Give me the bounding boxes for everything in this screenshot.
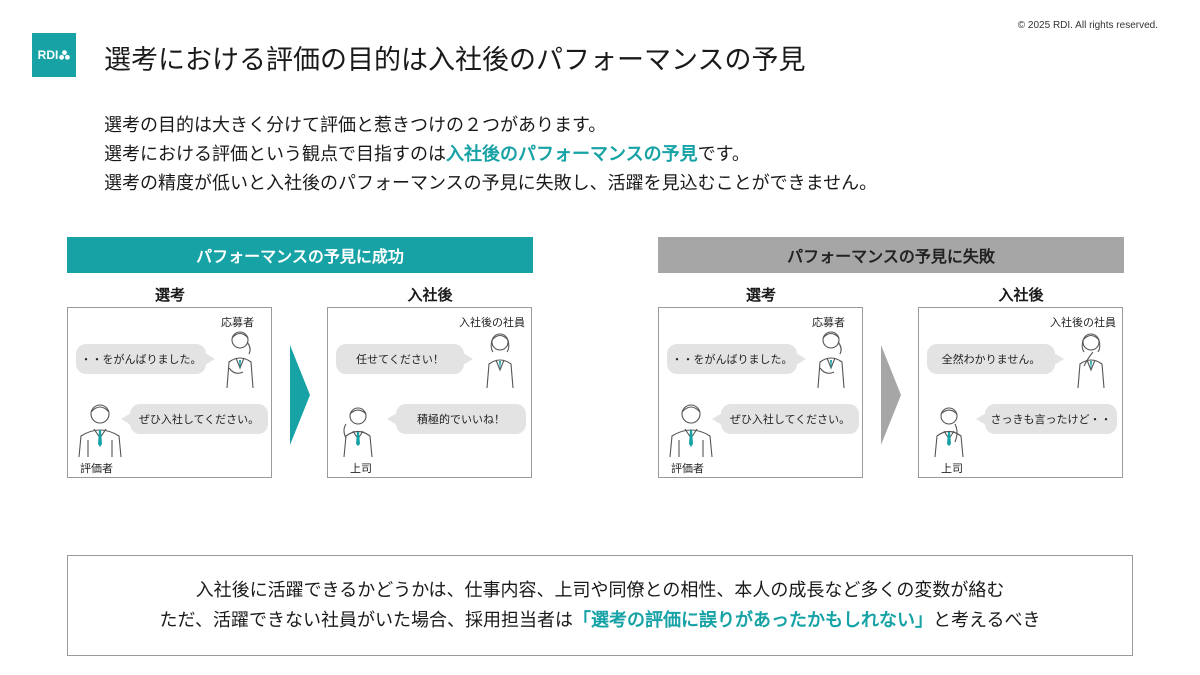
intro-line-2-prefix: 選考における評価という観点で目指すのは — [104, 144, 446, 165]
summary-box: 入社後に活躍できるかどうかは、仕事内容、上司や同僚との相性、本人の成長など多くの… — [67, 555, 1133, 656]
success-banner: パフォーマンスの予見に成功 — [67, 237, 533, 273]
applicant-speech-bubble: ・・をがんばりました。 — [76, 344, 215, 374]
evaluator-speech-text: ぜひ入社してください。 — [138, 413, 260, 426]
intro-line-2: 選考における評価という観点で目指すのは入社後のパフォーマンスの予見です。 — [104, 140, 877, 169]
success-selection-label: 選考 — [154, 286, 185, 304]
employee-speech-text: 全然わかりません。 — [941, 353, 1041, 366]
intro-highlight: 入社後のパフォーマンスの予見 — [446, 144, 698, 165]
failure-arrow-icon — [881, 345, 901, 445]
success-arrow-icon — [290, 345, 310, 445]
summary-line-1: 入社後に活躍できるかどうかは、仕事内容、上司や同僚との相性、本人の成長など多くの… — [195, 579, 1005, 601]
applicant-speech-text: ・・をがんばりました。 — [671, 353, 793, 366]
summary-line-2-suffix: と考えるべき — [933, 609, 1041, 631]
logo-text: RDI — [37, 48, 59, 62]
applicant-role-label: 応募者 — [812, 316, 845, 329]
intro-line-2-suffix: です。 — [697, 144, 750, 165]
employee-speech-bubble: 任せてください！ — [336, 344, 473, 374]
failure-banner: パフォーマンスの予見に失敗 — [658, 237, 1124, 273]
evaluator-man-icon — [78, 404, 122, 458]
intro-line-3: 選考の精度が低いと入社後のパフォーマンスの予見に失敗し、活躍を見込むことができま… — [104, 173, 878, 194]
applicant-woman-icon — [226, 331, 254, 389]
employee-woman-icon — [486, 333, 514, 389]
summary-line-2-prefix: ただ、活躍できない社員がいた場合、採用担当者は — [159, 609, 573, 631]
copyright-notice: © 2025 RDI. All rights reserved. — [1017, 20, 1158, 31]
rdi-logo: RDI — [32, 33, 76, 77]
confused-employee-icon — [1077, 333, 1105, 389]
intro-text: 選考の目的は大きく分けて評価と惹きつけの２つがあります。 選考における評価という… — [104, 111, 877, 198]
success-selection-panel: 応募者 ・・をがんばりました。 評価者 ぜひ入社してください。 — [67, 307, 272, 478]
summary-highlight: 「選考の評価に誤りがあったかもしれない」 — [573, 609, 933, 631]
applicant-speech-text: ・・をがんばりました。 — [80, 353, 202, 366]
boss-role-label: 上司 — [350, 462, 372, 475]
success-after-panel: 入社後の社員 任せてください！ 上司 積極的でいいね！ — [327, 307, 532, 478]
boss-speech-bubble: さっきも言ったけど・・ — [976, 404, 1117, 434]
page-title: 選考における評価の目的は入社後のパフォーマンスの予見 — [104, 45, 806, 76]
applicant-woman-icon — [817, 331, 845, 389]
boss-speech-text: さっきも言ったけど・・ — [990, 413, 1112, 426]
boss-man-icon — [343, 407, 373, 458]
logo-dots-icon — [59, 50, 71, 60]
success-after-label: 入社後 — [407, 286, 453, 304]
boss-speech-text: 積極的でいいね！ — [417, 413, 505, 426]
summary-line-2: ただ、活躍できない社員がいた場合、採用担当者は「選考の評価に誤りがあったかもしれ… — [160, 606, 1041, 636]
evaluator-role-label: 評価者 — [80, 462, 113, 475]
failure-selection-panel: 応募者 ・・をがんばりました。 評価者 ぜひ入社してください。 — [658, 307, 863, 478]
employee-role-label: 入社後の社員 — [459, 316, 525, 329]
evaluator-speech-bubble: ぜひ入社してください。 — [712, 404, 859, 434]
failure-after-label: 入社後 — [998, 286, 1044, 304]
employee-speech-bubble: 全然わかりません。 — [927, 344, 1064, 374]
applicant-speech-bubble: ・・をがんばりました。 — [667, 344, 806, 374]
boss-role-label: 上司 — [941, 462, 963, 475]
failure-after-panel: 入社後の社員 全然わかりません。 上司 さっきも言ったけど・・ — [918, 307, 1123, 478]
boss-speech-bubble: 積極的でいいね！ — [387, 404, 526, 434]
intro-line-1: 選考の目的は大きく分けて評価と惹きつけの２つがあります。 — [104, 115, 607, 136]
employee-role-label: 入社後の社員 — [1050, 316, 1116, 329]
evaluator-role-label: 評価者 — [671, 462, 704, 475]
frustrated-boss-icon — [934, 407, 964, 458]
failure-selection-label: 選考 — [745, 286, 776, 304]
evaluator-man-icon — [669, 404, 713, 458]
evaluator-speech-bubble: ぜひ入社してください。 — [121, 404, 268, 434]
applicant-role-label: 応募者 — [221, 316, 254, 329]
employee-speech-text: 任せてください！ — [356, 353, 444, 366]
evaluator-speech-text: ぜひ入社してください。 — [729, 413, 851, 426]
